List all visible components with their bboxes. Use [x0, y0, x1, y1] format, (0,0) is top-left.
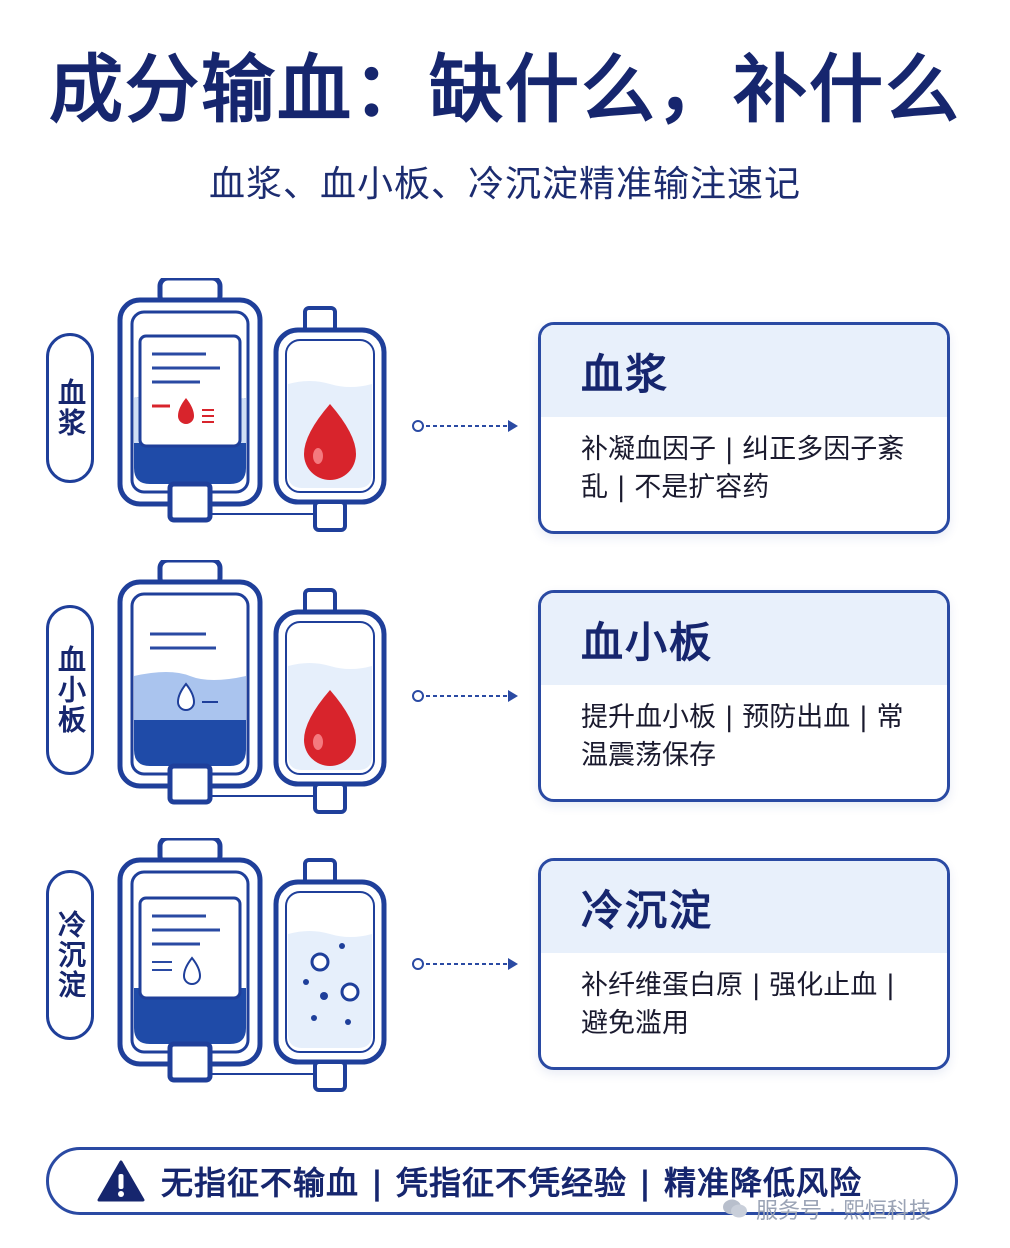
wechat-icon — [723, 1199, 747, 1218]
watermark: 服务号 · 熙恒科技 — [722, 1194, 931, 1224]
row-cryo: 冷沉淀 冷沉淀 补纤维蛋白原 | 强化止血 | 避免滥用 — [0, 838, 1010, 1098]
card-body: 补纤维蛋白原 | 强化止血 | 避免滥用 — [581, 970, 895, 1039]
blood-bag-icon — [117, 838, 387, 1092]
banner-text: 无指征不输血 | 凭指征不凭经验 | 精准降低风险 — [161, 1164, 862, 1202]
card-title: 血小板 — [541, 593, 947, 685]
side-label: 血浆 — [46, 333, 94, 483]
row-platelet: 血小板 血小板 提升血小板 | 预防出血 | 常温震荡保存 — [0, 560, 1010, 820]
warning-banner: 无指征不输血 | 凭指征不凭经验 | 精准降低风险 — [46, 1147, 958, 1215]
info-card: 血小板 提升血小板 | 预防出血 | 常温震荡保存 — [538, 590, 950, 802]
page-subtitle: 血浆、血小板、冷沉淀精准输注速记 — [208, 164, 801, 205]
blood-bag-icon — [117, 278, 387, 532]
arrow-right-icon — [412, 420, 518, 432]
blood-bag-icon — [117, 560, 387, 814]
page-title: 成分输血：缺什么，补什么 — [49, 47, 961, 133]
side-label: 冷沉淀 — [46, 870, 94, 1040]
card-body: 补凝血因子 | 纠正多因子紊乱 | 不是扩容药 — [581, 434, 905, 503]
side-label: 血小板 — [46, 605, 94, 775]
warning-icon — [97, 1160, 145, 1202]
row-plasma: 血浆 血浆 补凝血因子 | 纠正多因子紊乱 | 不是扩容药 — [0, 278, 1010, 538]
info-card: 冷沉淀 补纤维蛋白原 | 强化止血 | 避免滥用 — [538, 858, 950, 1070]
card-title: 血浆 — [541, 325, 947, 417]
info-card: 血浆 补凝血因子 | 纠正多因子紊乱 | 不是扩容药 — [538, 322, 950, 534]
card-title: 冷沉淀 — [541, 861, 947, 953]
card-body: 提升血小板 | 预防出血 | 常温震荡保存 — [581, 702, 904, 771]
watermark-text: 服务号 · 熙恒科技 — [756, 1199, 931, 1224]
arrow-right-icon — [412, 690, 518, 702]
arrow-right-icon — [412, 958, 518, 970]
